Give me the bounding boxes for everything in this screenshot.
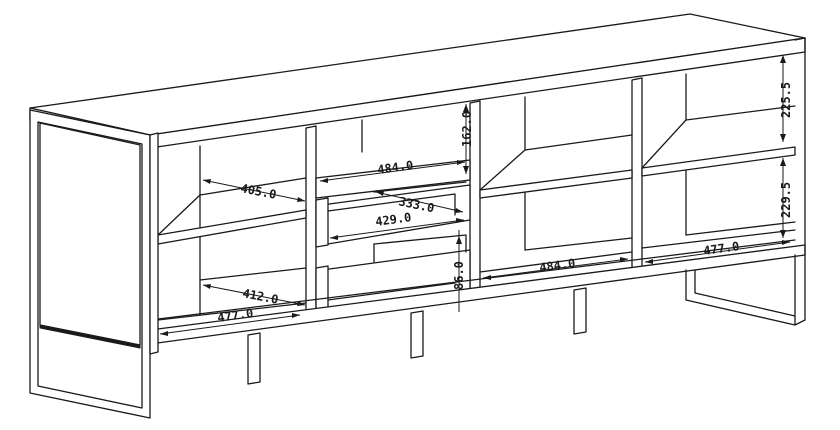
dim-label-484-bottom: 484.0 [538,256,576,275]
dim-label-405: 405.0 [239,181,277,202]
dim-label-162: 162.0 [460,111,474,147]
dim-label-429: 429.0 [374,210,412,229]
dim-label-412: 412.0 [241,286,279,307]
right-side-frame [685,37,806,326]
dim-label-477-left: 477.0 [216,306,254,325]
dim-label-229: 229.5 [779,182,793,218]
dim-label-225: 225.5 [779,82,793,118]
top-slab [29,13,806,149]
dim-label-477-right: 477.0 [702,239,740,258]
dimension-lines [159,55,791,336]
left-compartment [157,177,307,321]
dimension-labels: 405.0 412.0 477.0 484.0 333.0 429.0 162.… [216,82,793,325]
right-compartments [479,105,796,273]
drawer-upper [315,159,471,248]
dim-label-86: 86.0 [452,261,466,290]
dim-label-484-top: 484.0 [376,158,414,177]
legs [247,287,587,385]
left-side-frame [29,109,159,419]
